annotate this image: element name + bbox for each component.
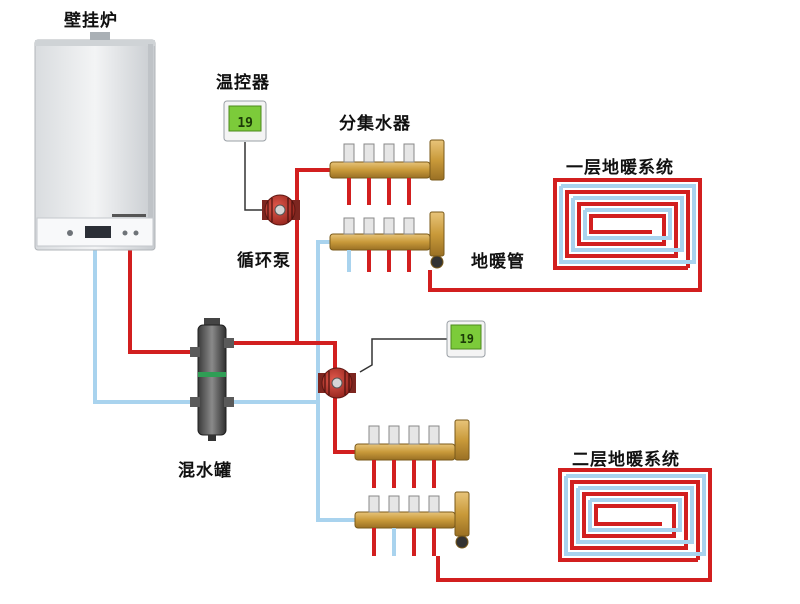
boiler xyxy=(34,32,156,251)
floor2-coil-blue-inner xyxy=(576,486,694,544)
floor1-coil-blue-inner2 xyxy=(583,208,672,240)
floor2-coil-blue xyxy=(564,474,706,556)
boiler-knob xyxy=(133,230,139,236)
mixing-tank xyxy=(190,318,234,441)
label-floor2-system: 二层地暖系统 xyxy=(572,450,680,470)
tank-port xyxy=(224,397,234,407)
label-boiler: 壁挂炉 xyxy=(64,11,118,31)
thermostat-screen xyxy=(228,105,262,132)
return-pipe-tank-out xyxy=(222,400,360,522)
pump-fins xyxy=(267,198,293,222)
manifold-floor1 xyxy=(329,139,445,272)
manifold-floor2 xyxy=(354,419,470,556)
manifold-air-vent xyxy=(429,139,445,269)
floor1-coil-blue xyxy=(559,184,696,264)
pump-hub xyxy=(331,377,343,389)
manifold-return-bar xyxy=(329,233,431,251)
thermostat-readout: 19 xyxy=(237,116,253,131)
tank-band xyxy=(198,372,226,377)
circulation-pump-floor1 xyxy=(262,194,300,226)
floor1-heating-coil xyxy=(428,178,702,292)
manifold-loop-outlets xyxy=(347,178,411,272)
tank-port xyxy=(190,347,200,357)
boiler-logo xyxy=(112,214,146,217)
label-floor1-system: 一层地暖系统 xyxy=(566,158,674,178)
label-thermostat: 温控器 xyxy=(216,73,270,93)
tank-port xyxy=(224,338,234,348)
manifold-valves xyxy=(343,143,415,235)
floor1-coil-red xyxy=(565,190,690,268)
label-mixing-tank: 混水罐 xyxy=(178,461,232,481)
floor2-coil-blue-inner2 xyxy=(588,498,682,532)
circulation-pump-floor2 xyxy=(318,367,356,399)
floor2-heating-coil xyxy=(436,468,712,582)
manifold-valves xyxy=(368,425,440,513)
supply-pipes xyxy=(128,168,360,454)
manifold-return-bar xyxy=(354,511,456,529)
supply-pipe-tank-out xyxy=(222,168,335,345)
tank-cap xyxy=(204,318,220,326)
supply-pipe-pump2-out xyxy=(333,390,360,454)
boiler-flue-connector xyxy=(90,32,110,40)
supply-pipe-boiler xyxy=(128,245,200,354)
label-pump: 循环泵 xyxy=(237,251,291,271)
tank-drain xyxy=(208,435,216,441)
floor1-coil-blue-inner xyxy=(571,196,684,252)
manifold-air-vent xyxy=(454,419,470,549)
floor2-feed-pipe xyxy=(436,468,712,582)
manifold-supply-bar xyxy=(354,443,456,461)
label-manifold: 分集水器 xyxy=(339,114,411,134)
floor2-coil-red xyxy=(570,480,700,560)
boiler-top-shade xyxy=(35,40,155,46)
return-pipe-boiler xyxy=(93,245,200,404)
boiler-knob xyxy=(67,230,73,236)
floor1-feed-pipe xyxy=(428,178,702,292)
thermostat-floor2: 19 xyxy=(359,320,486,373)
thermostat-screen xyxy=(450,324,482,350)
pump-hub xyxy=(274,204,286,216)
manifold-supply-bar xyxy=(329,161,431,179)
return-pipe-floor1 xyxy=(316,240,335,402)
return-pipes xyxy=(93,240,360,522)
boiler-knob xyxy=(122,230,128,236)
manifold-loop-outlets xyxy=(372,460,436,556)
tank-body xyxy=(197,324,227,436)
pump-fins xyxy=(324,371,350,395)
boiler-display xyxy=(85,226,111,238)
thermostat-wire xyxy=(359,338,447,373)
thermostat-floor1: 19 xyxy=(223,100,267,211)
tank-port xyxy=(190,397,200,407)
label-floor-pipe: 地暖管 xyxy=(471,252,525,272)
boiler-side-panel xyxy=(148,44,153,244)
thermostat-readout: 19 xyxy=(460,332,474,346)
thermostat-wire xyxy=(244,142,262,211)
